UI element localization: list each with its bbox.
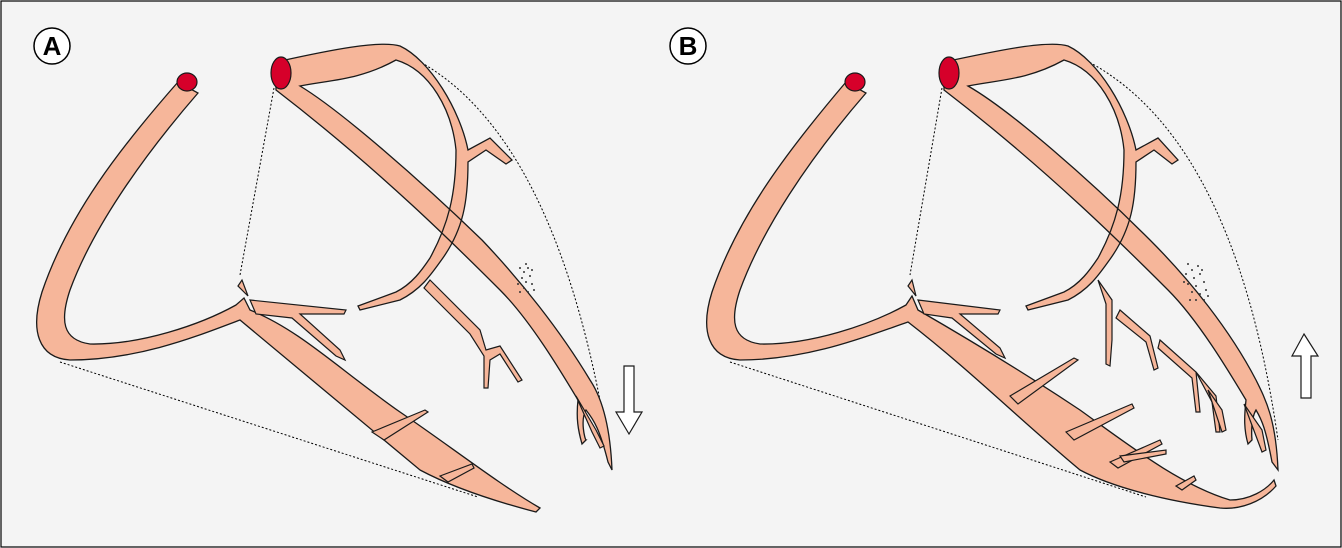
left-coronary-ostium-b (939, 57, 959, 89)
right-coronary-ostium-a (177, 73, 197, 91)
right-coronary-ostium-b (845, 73, 865, 91)
panel-label-b-text: B (679, 31, 698, 61)
panel-label-a-text: A (43, 31, 62, 61)
panel-label-b: B (670, 28, 706, 64)
left-coronary-ostium-a (271, 57, 291, 89)
panel-label-a: A (34, 28, 70, 64)
